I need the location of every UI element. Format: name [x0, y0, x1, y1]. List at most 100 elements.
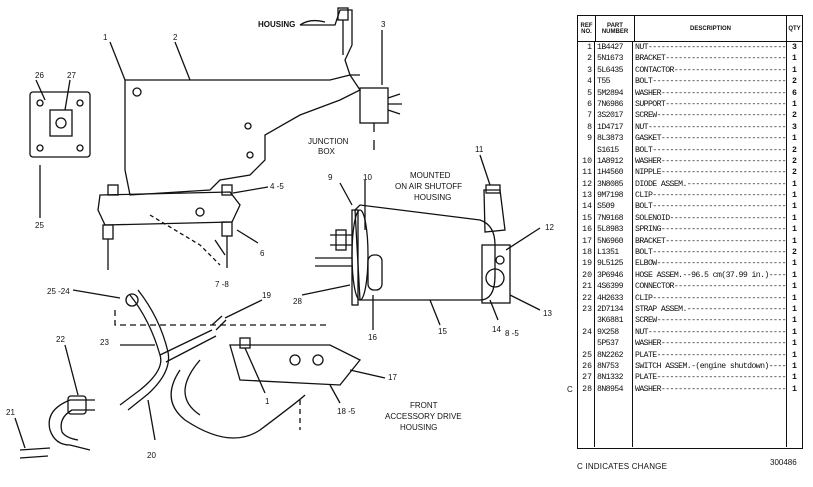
ref-cell: 11 — [578, 167, 595, 179]
part-number-cell: 9X258 — [595, 326, 633, 339]
mounted-label-2: ON AIR SHUTOFF — [395, 182, 462, 191]
part-number-cell: S1615 — [595, 144, 633, 156]
part-number-cell: 5N6960 — [595, 235, 633, 248]
ref-cell: 12 — [578, 178, 595, 191]
ref-cell: 6 — [578, 98, 595, 111]
qty-cell: 1 — [792, 236, 797, 246]
qty-cell: 2 — [792, 145, 797, 155]
ref-cell: 26 — [578, 360, 595, 373]
callout-17: 17 — [388, 373, 397, 382]
description-cell: CLIP------------------------------------… — [635, 292, 787, 304]
part-number-cell: 4H2633 — [595, 292, 633, 304]
qty-cell: 1 — [792, 384, 797, 394]
description-cell: WASHER----------------------------------… — [635, 155, 787, 168]
qty-cell: 1 — [792, 316, 797, 326]
qty-cell: 1 — [792, 327, 797, 337]
header-description: DESCRIPTION — [635, 16, 787, 41]
ref-cell: 18 — [578, 247, 595, 259]
callout-20: 20 — [147, 451, 156, 460]
description-cell: SWITCH ASSEM.-(engine shutdown)---------… — [635, 360, 787, 373]
ref-cell: 4 — [578, 76, 595, 88]
qty-cell: 2 — [792, 168, 797, 178]
ref-cell: 7 — [578, 110, 595, 122]
callout-3: 3 — [381, 20, 386, 29]
callout-26: 26 — [35, 71, 44, 80]
ref-cell: 10 — [578, 155, 595, 168]
description-cell: SOLENOID--------------------------------… — [635, 212, 787, 225]
description-cell: NUT-------------------------------------… — [635, 42, 787, 54]
description-cell: WASHER----------------------------------… — [635, 383, 787, 396]
callout-25: 25 — [35, 221, 44, 230]
junction-box-label-2: BOX — [318, 147, 336, 156]
callout-14: 14 — [492, 325, 501, 334]
ref-cell: 20 — [578, 269, 595, 282]
part-number-cell: 5L8983 — [595, 224, 633, 236]
part-number-cell: 9M7198 — [595, 190, 633, 202]
callout-2: 2 — [173, 33, 178, 42]
part-number-cell: 2D7134 — [595, 303, 633, 316]
qty-cell: 3 — [792, 122, 797, 132]
callout-12: 12 — [545, 223, 554, 232]
description-cell: CONNECTOR-------------------------------… — [635, 281, 787, 293]
description-cell: DIODE ASSEM.----------------------------… — [635, 178, 787, 191]
ref-cell: 28 — [578, 383, 595, 396]
ref-cell — [578, 338, 595, 350]
description-cell: SPRING----------------------------------… — [635, 224, 787, 236]
callout-4-5: 4 -5 — [270, 182, 284, 191]
qty-cell: 1 — [792, 339, 797, 349]
qty-cell: 1 — [792, 65, 797, 75]
ref-cell: 25 — [578, 349, 595, 361]
callout-28: 28 — [293, 297, 302, 306]
parts-exploded-diagram: HOUSING JUNCTION BOX MOUNTED ON AIR SHUT… — [6, 7, 554, 460]
part-number-cell: 4S6399 — [595, 281, 633, 293]
ref-cell — [578, 144, 595, 156]
callout-1b: 1 — [265, 397, 270, 406]
ref-cell: 23 — [578, 303, 595, 316]
ref-cell: 5 — [578, 87, 595, 99]
qty-cell: 1 — [792, 350, 797, 360]
callout-23: 23 — [100, 338, 109, 347]
part-number-cell: 8N1332 — [595, 372, 633, 384]
part-number-cell: S509 — [595, 201, 633, 213]
description-cell: BOLT------------------------------------… — [635, 247, 787, 259]
description-cell: CLIP------------------------------------… — [635, 190, 787, 202]
part-number-cell: T55 — [595, 76, 633, 88]
description-cell: BOLT------------------------------------… — [635, 201, 787, 213]
part-number-cell: 1D4717 — [595, 121, 633, 134]
description-cell: NIPPLE----------------------------------… — [635, 167, 787, 179]
part-number-cell: 8N753 — [595, 360, 633, 373]
description-cell: PLATE-----------------------------------… — [635, 349, 787, 361]
part-number-cell: 1B4427 — [595, 42, 633, 54]
callout-8-5: 8 -5 — [505, 329, 519, 338]
qty-cell: 1 — [792, 361, 797, 371]
mounted-label-1: MOUNTED — [410, 171, 451, 180]
callout-7-8: 7 -8 — [215, 280, 229, 289]
description-cell: WASHER----------------------------------… — [635, 338, 787, 350]
qty-cell: 1 — [792, 99, 797, 109]
part-number-cell: 3N8085 — [595, 178, 633, 191]
ref-cell: 24 — [578, 326, 595, 339]
ref-cell: 17 — [578, 235, 595, 248]
part-number-cell: 8N2262 — [595, 349, 633, 361]
housing-label: HOUSING — [258, 20, 295, 29]
part-number-cell: 1A8912 — [595, 155, 633, 168]
part-number-cell: 3S2017 — [595, 110, 633, 122]
